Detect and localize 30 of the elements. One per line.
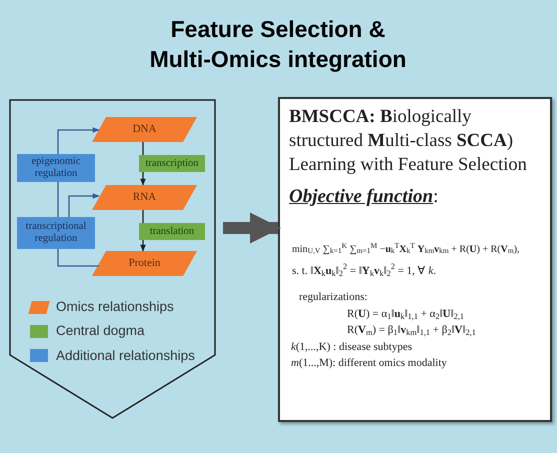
arrow xyxy=(140,172,146,186)
connector-line xyxy=(142,210,144,223)
process-box: transcription xyxy=(139,155,205,172)
title: Feature Selection & Multi-Omics integration xyxy=(148,15,408,74)
legend-text: Omics relationships xyxy=(56,298,174,316)
arrow xyxy=(140,240,146,252)
regulation-box: transcriptional regulation xyxy=(17,217,95,249)
info-card xyxy=(278,97,552,422)
formula-text: R(U) = α$_{1}$‖u$_{k}$‖$_{1,1}$ + α$_{2}$‖U‖$_{2,1}$ xyxy=(346,306,466,322)
legend-text: Additional relationships xyxy=(56,346,195,365)
arrow xyxy=(68,193,100,217)
formula-text: min$_{U,V}$ ∑$_{k=1}$$^{K}$ ∑$_{m=1}$$^{M}$ −u$_{k}$$^{T}$X$_{k}$$^{T}$ Y$_{km}$v$_{km}$ + R(U) + R(V$_{m}$), xyxy=(291,242,521,256)
connector-line xyxy=(57,182,59,217)
formula-text: s. t. ‖X$_{k}$u$_{k}$‖$_{2}$$^{2}$ = ‖Y$_{k}$v$_{k}$‖$_{2}$$^{2}$ = 1, ∀ k. xyxy=(291,262,438,279)
formula-text: R(V$_{m}$) = β$_{1}$‖v$_{km}$‖$_{1,1}$ + β$_{2}$‖V‖$_{2,1}$ xyxy=(346,323,477,338)
node-label: RNA xyxy=(132,190,156,206)
node-label: DNA xyxy=(132,122,156,138)
note-text: regularizations: xyxy=(298,290,368,305)
section-heading: Objective function: xyxy=(289,185,440,209)
card-heading: BMSCCA: Biologically structured Multi-class SCCA) Learning with Feature Selection xyxy=(289,106,528,177)
note-text: m(1...,M): different omics modality xyxy=(290,356,448,371)
process-box: translation xyxy=(139,223,205,240)
connector-line xyxy=(142,142,144,155)
note-text: k(1,...,K) : disease subtypes xyxy=(290,340,413,354)
connector-line xyxy=(57,249,99,267)
node-label: Protein xyxy=(128,256,160,272)
regulation-box: epigenomic regulation xyxy=(17,154,95,182)
block-arrow xyxy=(223,212,282,244)
arrow xyxy=(57,127,100,154)
legend-text: Central dogma xyxy=(56,322,145,340)
